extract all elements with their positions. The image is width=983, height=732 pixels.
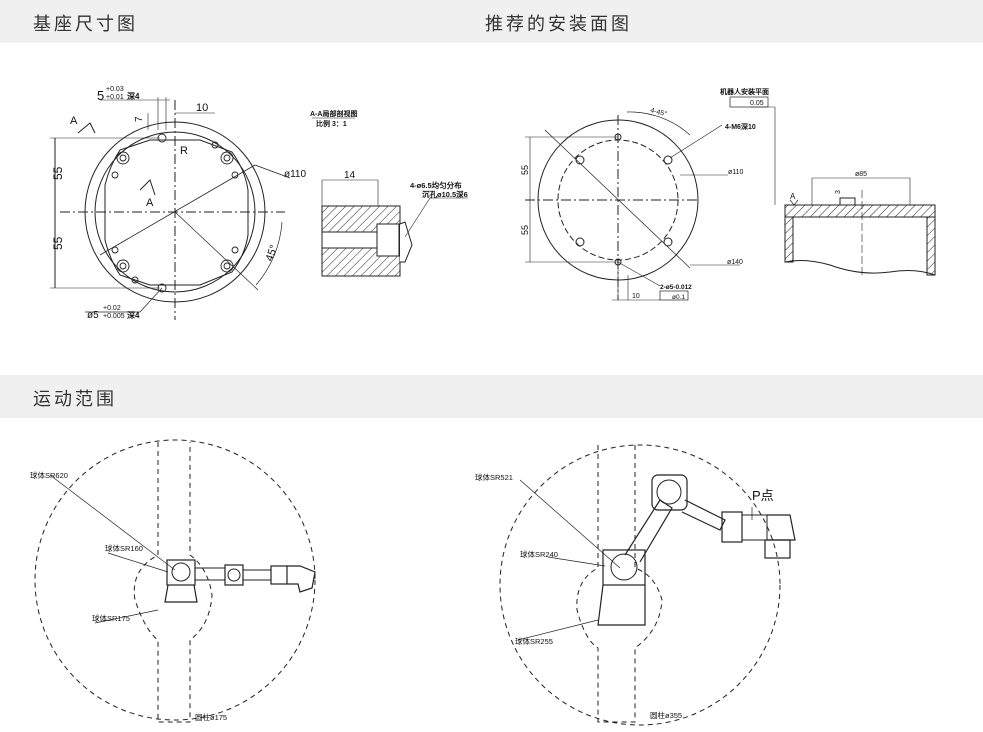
motion-right-p-point: P点	[752, 488, 774, 503]
base-dim-7: 7	[134, 116, 145, 122]
base-dim-depth-bottom: 深4	[127, 310, 140, 320]
install-dim-55-bottom: 55	[520, 225, 530, 235]
motion-left-sr175: 球体SR175	[92, 613, 130, 623]
motion-right-sr240: 球体SR240	[520, 549, 558, 559]
section-title-motion: 运动范围	[33, 389, 117, 410]
motion-right	[499, 444, 796, 726]
motion-right-sr255: 球体SR255	[515, 636, 553, 646]
install-dim-d110: ø110	[728, 169, 744, 176]
section-note-holes-2: 沉孔ø10.5深6	[422, 189, 468, 199]
section-dim-14: 14	[344, 170, 356, 181]
install-plane-title: 机器人安装平面	[720, 87, 769, 96]
base-dim-tol-upper-b: +0.02	[103, 305, 121, 312]
section-title-install: 推荐的安装面图	[485, 14, 632, 35]
base-dim-55-top: 55	[51, 166, 65, 180]
install-drawing	[525, 111, 740, 301]
install-datum: A	[790, 192, 796, 201]
section-aa-title: A-A局部剖视图	[310, 109, 357, 118]
base-dim-55-bottom: 55	[51, 236, 65, 250]
base-dim-depth-top: 深4	[127, 91, 140, 101]
base-label-a-mid: A	[146, 197, 154, 209]
install-dim-d140: ø140	[727, 259, 743, 266]
motion-left-sr620: 球体SR620	[30, 470, 68, 480]
base-dim-tol-lower: +0.01	[106, 94, 124, 101]
motion-left-sr160: 球体SR160	[105, 543, 143, 553]
install-dim-d85: ø85	[855, 171, 867, 178]
base-dim-hole-top: 5	[97, 88, 104, 103]
base-dim-10: 10	[196, 102, 208, 114]
base-label-r: R	[180, 145, 188, 157]
section-header-base: 基座尺寸图 推荐的安装面图	[0, 0, 983, 43]
base-inner-profile	[104, 139, 249, 286]
section-title-base: 基座尺寸图	[33, 14, 138, 35]
section-note-holes-1: 4-ø6.5均匀分布	[410, 180, 462, 190]
section-aa-scale: 比例 3：1	[316, 119, 347, 128]
base-dim-tol-lower-b: +0.005	[103, 313, 125, 320]
base-dim-hole-bottom: ø5	[87, 310, 99, 321]
motion-right-sr521: 球体SR521	[475, 472, 513, 482]
install-note-pin: 2-ø5-0.012	[660, 284, 692, 291]
base-drawing	[50, 97, 291, 320]
section-aa	[312, 117, 468, 277]
base-dim-tol-upper: +0.03	[106, 86, 124, 93]
base-dim-45: 45°	[264, 243, 281, 263]
base-dim-d110: ø110	[284, 169, 306, 180]
section-header-motion: 运动范围	[0, 375, 983, 418]
base-label-a-top: A	[70, 115, 78, 127]
install-dim-55-top: 55	[520, 165, 530, 175]
install-dim-3: 3	[835, 190, 842, 194]
install-note-pos: ø0.1	[672, 294, 685, 301]
install-dim-10: 10	[632, 293, 640, 300]
motion-left-cylinder: 圆柱ø175	[195, 712, 227, 722]
install-flatness: 0.05	[750, 100, 764, 107]
motion-left	[34, 439, 316, 723]
install-note-m6: 4-M6深10	[725, 122, 756, 131]
motion-right-cylinder: 圆柱ø355	[650, 710, 682, 720]
install-section	[750, 106, 936, 276]
